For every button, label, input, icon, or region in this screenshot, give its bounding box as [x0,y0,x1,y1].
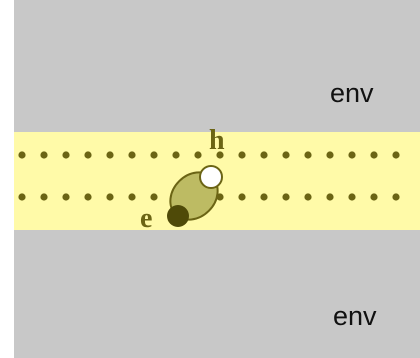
lattice-dot [40,193,48,201]
lattice-dot [150,151,158,159]
lattice-dot [348,193,356,201]
lattice-dot [370,151,378,159]
lattice-dot [40,151,48,159]
lattice-dot [194,151,202,159]
electron-label: e [140,203,152,234]
lattice-dot [172,151,180,159]
lattice-dot [128,151,136,159]
exciton [167,165,223,227]
lattice-dot [326,151,334,159]
lattice-dot [238,151,246,159]
environment-top-region [14,0,420,132]
lattice-dot [128,193,136,201]
lattice-dot [18,151,26,159]
lattice-dot [348,151,356,159]
lattice-dot [260,151,268,159]
hole-label: h [209,125,225,156]
lattice-dot [150,193,158,201]
lattice-dot [216,151,224,159]
lattice-dot [282,151,290,159]
lattice-dot [326,193,334,201]
environment-label-top: env [330,78,374,108]
lattice-dot [304,193,312,201]
lattice-dot [238,193,246,201]
environment-label-bottom: env [333,301,377,331]
lattice-dot [304,151,312,159]
lattice-dot [392,193,400,201]
lattice-dot [18,193,26,201]
lattice-dot [62,151,70,159]
lattice-dot [370,193,378,201]
lattice-dot [106,193,114,201]
lattice-dot [62,193,70,201]
environment-bottom-region [14,230,420,358]
electron-dot [167,205,189,227]
lattice-dot [260,193,268,201]
lattice-dot [392,151,400,159]
lattice-dot [282,193,290,201]
lattice-dot [84,151,92,159]
hole-dot [199,165,223,189]
lattice-dot [106,151,114,159]
lattice-dot [84,193,92,201]
